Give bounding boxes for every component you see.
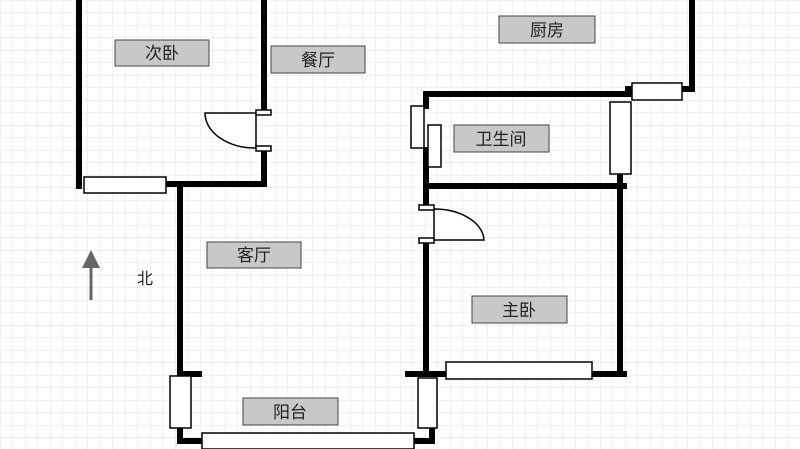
room-label-balcony: 阳台 (273, 403, 307, 423)
compass: 北 (82, 250, 153, 300)
door-jamb-master-bedroom-bottom (418, 237, 435, 244)
window-living-room (169, 375, 192, 429)
room-label-living: 客厅 (237, 246, 271, 266)
window-balcony-right (417, 377, 438, 429)
window-bathroom-right (609, 101, 632, 175)
room-label-master-bedroom: 主卧 (502, 301, 536, 321)
label-box-second-bedroom (114, 39, 210, 67)
label-box-kitchen (498, 15, 596, 44)
room-labels: 次卧 餐厅 厨房 卫生间 客厅 主卧 阳台 (114, 15, 596, 426)
window-kitchen (631, 82, 683, 101)
room-living: 客厅 (206, 241, 302, 269)
room-second-bedroom: 次卧 (114, 39, 210, 67)
room-label-bathroom: 卫生间 (476, 130, 527, 150)
window-master-bedroom (445, 361, 593, 380)
label-box-master-bedroom (471, 295, 568, 324)
window-balcony-bottom (201, 432, 415, 449)
room-bathroom: 卫生间 (453, 124, 550, 153)
window-bathroom-left-a (410, 105, 425, 149)
room-balcony: 阳台 (242, 397, 339, 426)
door-master-bedroom (433, 208, 485, 241)
room-label-second-bedroom: 次卧 (145, 44, 179, 64)
label-box-balcony (242, 397, 339, 426)
room-dining: 餐厅 (270, 45, 366, 74)
window-second-bedroom (83, 176, 167, 194)
window-bathroom-left-b (427, 124, 442, 168)
room-label-kitchen: 厨房 (530, 21, 564, 41)
walls (76, 0, 695, 444)
label-box-living (206, 241, 302, 269)
north-arrow-icon (82, 250, 100, 300)
door-jamb-master-bedroom-top (418, 204, 435, 211)
room-master-bedroom: 主卧 (471, 295, 568, 324)
windows (83, 82, 683, 449)
room-kitchen: 厨房 (498, 15, 596, 44)
label-box-bathroom (453, 124, 550, 153)
label-box-dining (270, 45, 366, 74)
room-label-dining: 餐厅 (301, 51, 335, 71)
north-label: 北 (137, 269, 153, 288)
doors (204, 109, 485, 244)
door-jamb-second-bedroom-top (255, 109, 272, 116)
door-jamb-second-bedroom-bottom (255, 145, 272, 152)
